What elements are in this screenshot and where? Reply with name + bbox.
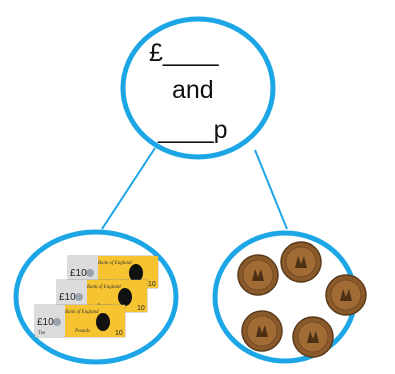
- note-denomination: £10: [59, 292, 76, 303]
- coin-face: [285, 246, 317, 278]
- queen-portrait-icon: [118, 288, 132, 306]
- coin: [280, 241, 322, 283]
- note-corner-number: 10: [115, 330, 123, 337]
- note-bank-text: Bank of England: [98, 261, 132, 266]
- note-emblem-icon: [75, 293, 83, 301]
- note-emblem-icon: [86, 269, 94, 277]
- note-corner-number: 10: [137, 305, 145, 312]
- queen-portrait-icon: [96, 313, 110, 331]
- queen-portrait-icon: [129, 264, 143, 282]
- whole-circle: [120, 16, 276, 160]
- coin: [241, 310, 283, 352]
- coin-emblem-icon: [252, 269, 264, 281]
- pounds-blank: ____: [162, 39, 219, 67]
- coin: [292, 316, 334, 358]
- note-emblem-icon: [53, 318, 61, 326]
- pence-blank: ____: [158, 116, 214, 144]
- coin-face: [330, 279, 362, 311]
- connector-right: [254, 149, 288, 230]
- note-corner-number: 10: [148, 281, 156, 288]
- note-denomination: £10: [37, 317, 54, 328]
- pence-line: ____p: [158, 118, 228, 143]
- coin: [237, 254, 279, 296]
- note-signature: Pounds: [74, 329, 90, 334]
- pound-sign: £: [149, 39, 163, 67]
- coin-group: [237, 241, 367, 358]
- pence-suffix: p: [213, 116, 228, 144]
- coin-face: [297, 321, 329, 353]
- coin-emblem-icon: [295, 256, 307, 268]
- coin-emblem-icon: [307, 331, 319, 343]
- coin-emblem-icon: [256, 325, 268, 337]
- pounds-line: £____: [149, 41, 219, 66]
- coin-emblem-icon: [340, 289, 352, 301]
- note-value-words: Ten: [38, 331, 46, 336]
- note-bank-text: Bank of England: [87, 285, 121, 290]
- connector-left: [101, 147, 156, 230]
- and-label: and: [172, 76, 214, 104]
- note-denomination: £10: [70, 268, 87, 279]
- note-right-panel: [65, 305, 125, 337]
- coin: [325, 274, 367, 316]
- coin-face: [246, 315, 278, 347]
- coin-face: [242, 259, 274, 291]
- note-bank-text: Bank of England: [65, 310, 99, 315]
